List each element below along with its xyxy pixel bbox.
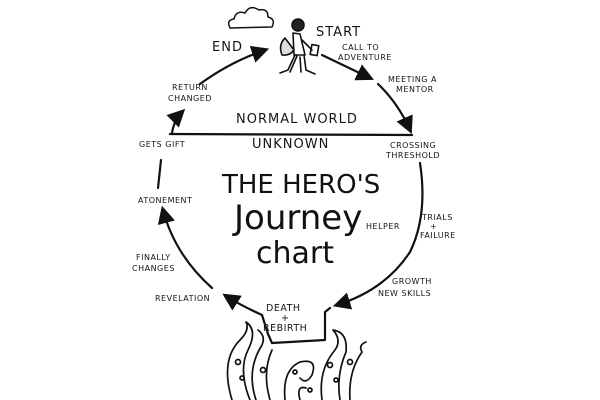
finally-label-2: CHANGES xyxy=(132,264,175,273)
end-label: END xyxy=(212,40,243,55)
arrow-threshold xyxy=(376,82,413,135)
unknown-label: UNKNOWN xyxy=(252,137,330,152)
trials-label-1: TRIALS xyxy=(422,213,453,222)
threshold-label-1: CROSSING xyxy=(390,141,437,150)
return-label-1: RETURN xyxy=(172,83,208,92)
cloud-icon xyxy=(227,6,275,29)
normal-world-label: NORMAL WORLD xyxy=(236,112,358,127)
mentor-label-2: MENTOR xyxy=(396,85,434,94)
title-line-1: THE HERO'S xyxy=(222,170,381,200)
helper-label: HELPER xyxy=(366,222,400,231)
tentacles-icon xyxy=(226,321,367,400)
trials-label-3: FAILURE xyxy=(420,231,456,240)
call-label-2: ADVENTURE xyxy=(338,53,392,62)
death-label-1: DEATH xyxy=(266,303,301,314)
start-label: START xyxy=(316,25,362,40)
arrow-call xyxy=(320,53,374,81)
hero-figure-icon xyxy=(279,18,320,75)
call-label-1: CALL TO xyxy=(342,43,380,52)
mentor-label-1: MEETING A xyxy=(388,75,437,84)
revelation-label: REVELATION xyxy=(155,294,211,303)
arrow-atonement xyxy=(157,205,214,290)
arc-gift-atonement xyxy=(156,158,163,190)
death-label-3: REBIRTH xyxy=(263,323,308,334)
growth-label-1: GROWTH xyxy=(392,277,432,286)
trials-label-2: + xyxy=(430,222,438,231)
return-label-2: CHANGED xyxy=(168,94,212,103)
arrow-end xyxy=(198,45,270,86)
title-line-3: chart xyxy=(256,236,334,271)
threshold-label-2: THRESHOLD xyxy=(386,151,441,160)
title-line-2: Journey xyxy=(234,198,363,238)
arrow-revelation xyxy=(222,293,270,336)
death-path xyxy=(266,306,332,345)
arc-right xyxy=(332,161,424,310)
gift-label: GETS GIFT xyxy=(139,140,186,149)
growth-label-2: NEW SKILLS xyxy=(378,289,432,298)
atonement-label: ATONEMENT xyxy=(138,196,193,205)
arrow-return xyxy=(166,108,186,135)
finally-label-1: FINALLY xyxy=(136,253,171,262)
divider-line xyxy=(168,132,414,137)
death-label-2: + xyxy=(281,313,290,324)
